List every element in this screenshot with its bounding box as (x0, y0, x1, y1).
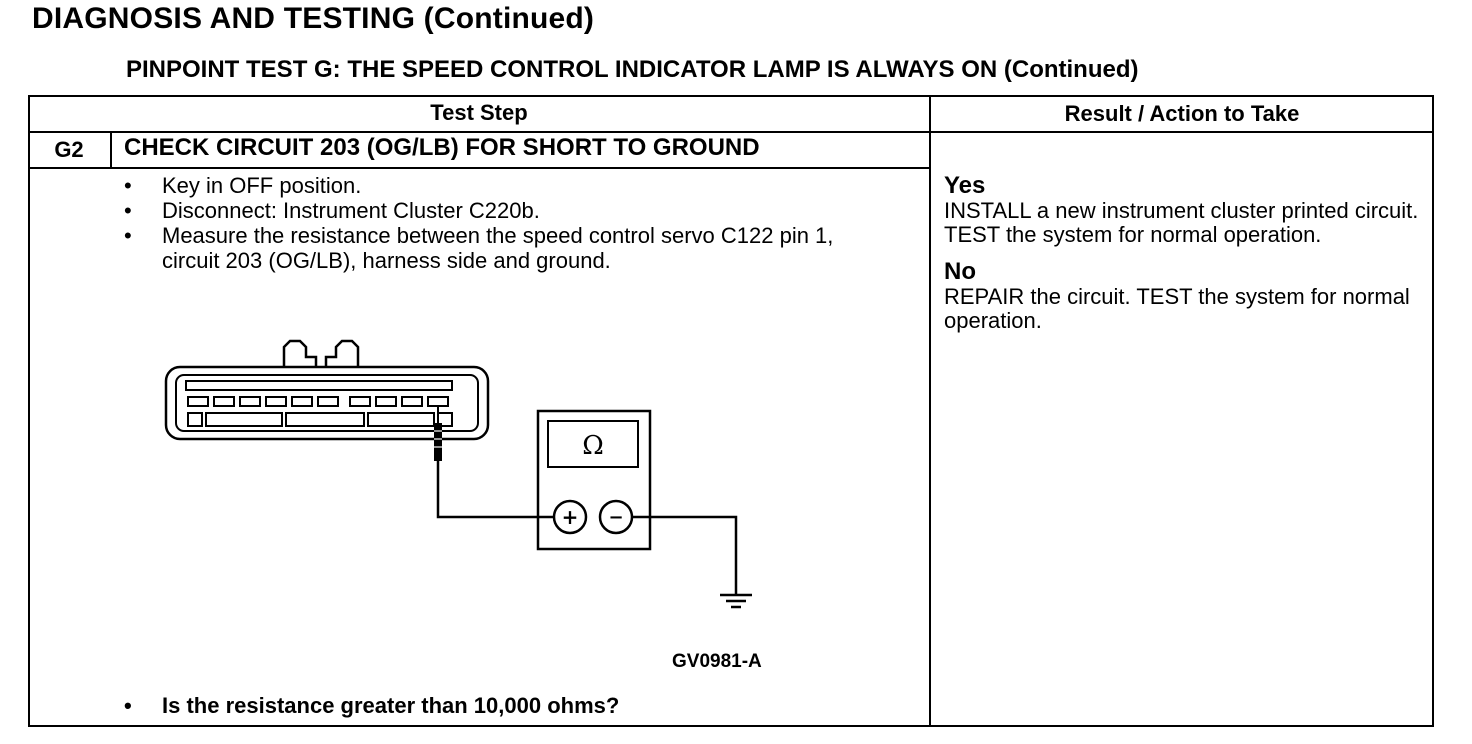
page-title: DIAGNOSIS AND TESTING (Continued) (32, 2, 595, 35)
bullet-icon: • (124, 173, 132, 198)
header-divider (28, 131, 1434, 133)
table-border-bottom (28, 725, 1434, 727)
step-title: CHECK CIRCUIT 203 (OG/LB) FOR SHORT TO G… (124, 134, 760, 161)
bullet-icon: • (124, 223, 132, 248)
plus-terminal-icon: + (562, 505, 579, 529)
bullet-icon: • (124, 693, 132, 718)
probe (434, 407, 442, 461)
result-no-heading: No (944, 258, 976, 285)
connector-slot (185, 380, 453, 391)
ohm-icon: Ω (582, 431, 604, 461)
list-item: • Key in OFF position. (118, 173, 892, 198)
list-item: • Measure the resistance between the spee… (118, 223, 892, 273)
step-title-divider (28, 167, 931, 169)
result-column: Yes INSTALL a new instrument cluster pri… (944, 173, 1424, 345)
table-border-right (1432, 95, 1434, 727)
table-border-top (28, 95, 1434, 97)
column-divider (929, 95, 931, 727)
test-question: • Is the resistance greater than 10,000 o… (124, 693, 619, 719)
step-id: G2 (54, 137, 84, 162)
header-test-step: Test Step (430, 100, 528, 125)
connector-body (164, 365, 490, 441)
ohmmeter (536, 409, 652, 551)
instruction-list: • Key in OFF position. • Disconnect: Instr… (118, 173, 892, 273)
probe-wire (436, 461, 554, 519)
result-no-text: REPAIR the circuit. TEST the system for … (944, 284, 1410, 333)
bullet-icon: • (124, 198, 132, 223)
step-id-divider (110, 131, 112, 169)
wiring-diagram: Ω + − (164, 339, 752, 609)
instruction-text: Measure the resistance between the speed… (162, 223, 834, 273)
header-result-action: Result / Action to Take (1064, 101, 1300, 126)
result-yes-heading: Yes (944, 172, 986, 199)
instruction-text: Disconnect: Instrument Cluster C220b. (162, 198, 540, 223)
connector-inner (175, 374, 479, 432)
test-table: Test Step Result / Action to Take G2 CHE… (28, 95, 1434, 727)
question-text: Is the resistance greater than 10,000 oh… (162, 693, 620, 718)
result-yes-text: INSTALL a new instrument cluster printed… (944, 198, 1419, 247)
ground-wire (632, 515, 738, 595)
pinpoint-test-title: PINPOINT TEST G: THE SPEED CONTROL INDIC… (126, 56, 1139, 83)
connector-tab (282, 339, 318, 367)
figure-code: GV0981-A (672, 651, 762, 672)
table-border-left (28, 95, 30, 727)
list-item: • Disconnect: Instrument Cluster C220b. (118, 198, 892, 223)
connector-pins (187, 396, 453, 427)
ground-icon (720, 593, 752, 609)
connector-tab (324, 339, 360, 367)
instruction-text: Key in OFF position. (162, 173, 362, 198)
minus-terminal-icon: − (608, 507, 623, 528)
